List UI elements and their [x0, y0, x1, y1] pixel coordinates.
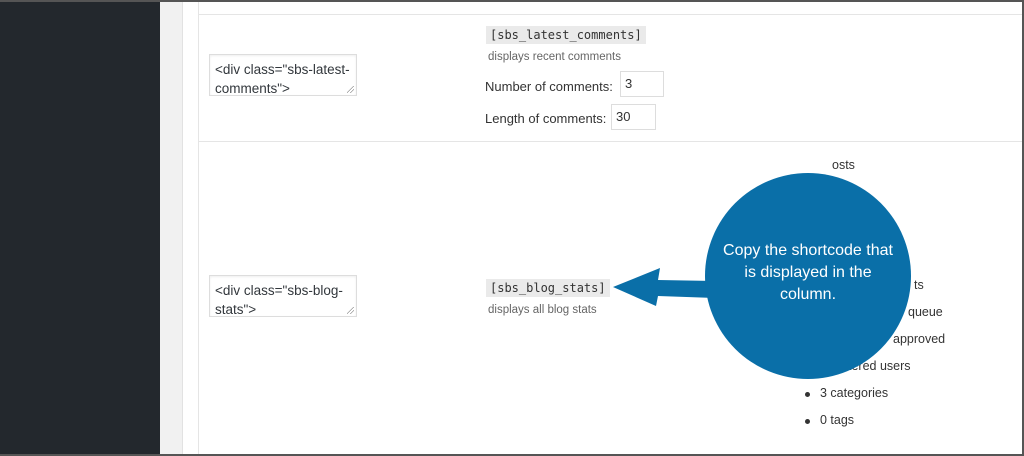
- callout-bubble: Copy the shortcode that is displayed in …: [705, 173, 911, 379]
- shortcode-table: [198, 0, 1024, 456]
- stat-item: queue: [908, 305, 943, 319]
- row-divider: [198, 14, 1022, 15]
- stat-item: ts: [914, 278, 924, 292]
- css-class-textarea[interactable]: <div class="sbs-blog-stats">: [209, 275, 357, 317]
- shortcode-description: displays all blog stats: [488, 304, 597, 316]
- admin-sidebar: [0, 0, 160, 456]
- stat-item: osts: [832, 158, 855, 172]
- bullet-icon: [805, 419, 810, 424]
- shortcode-text[interactable]: [sbs_blog_stats]: [486, 279, 610, 297]
- number-of-comments-label: Number of comments:: [485, 79, 613, 94]
- stat-item: 3 categories: [820, 386, 889, 400]
- length-of-comments-label: Length of comments:: [485, 111, 607, 126]
- stat-item: 0 tags: [820, 413, 855, 427]
- number-of-comments-input[interactable]: 3: [620, 71, 664, 97]
- shortcode-description: displays recent comments: [488, 51, 621, 63]
- css-class-textarea[interactable]: <div class="sbs-latest-comments">: [209, 54, 357, 96]
- stat-item: approved: [893, 332, 946, 346]
- row-divider: [198, 141, 1022, 142]
- callout-text: Copy the shortcode that is displayed in …: [723, 242, 893, 303]
- content-gutter: [160, 0, 183, 456]
- callout-arrow-icon: [613, 268, 715, 306]
- bullet-icon: [805, 392, 810, 397]
- length-of-comments-input[interactable]: 30: [611, 104, 656, 130]
- shortcode-text[interactable]: [sbs_latest_comments]: [486, 26, 646, 44]
